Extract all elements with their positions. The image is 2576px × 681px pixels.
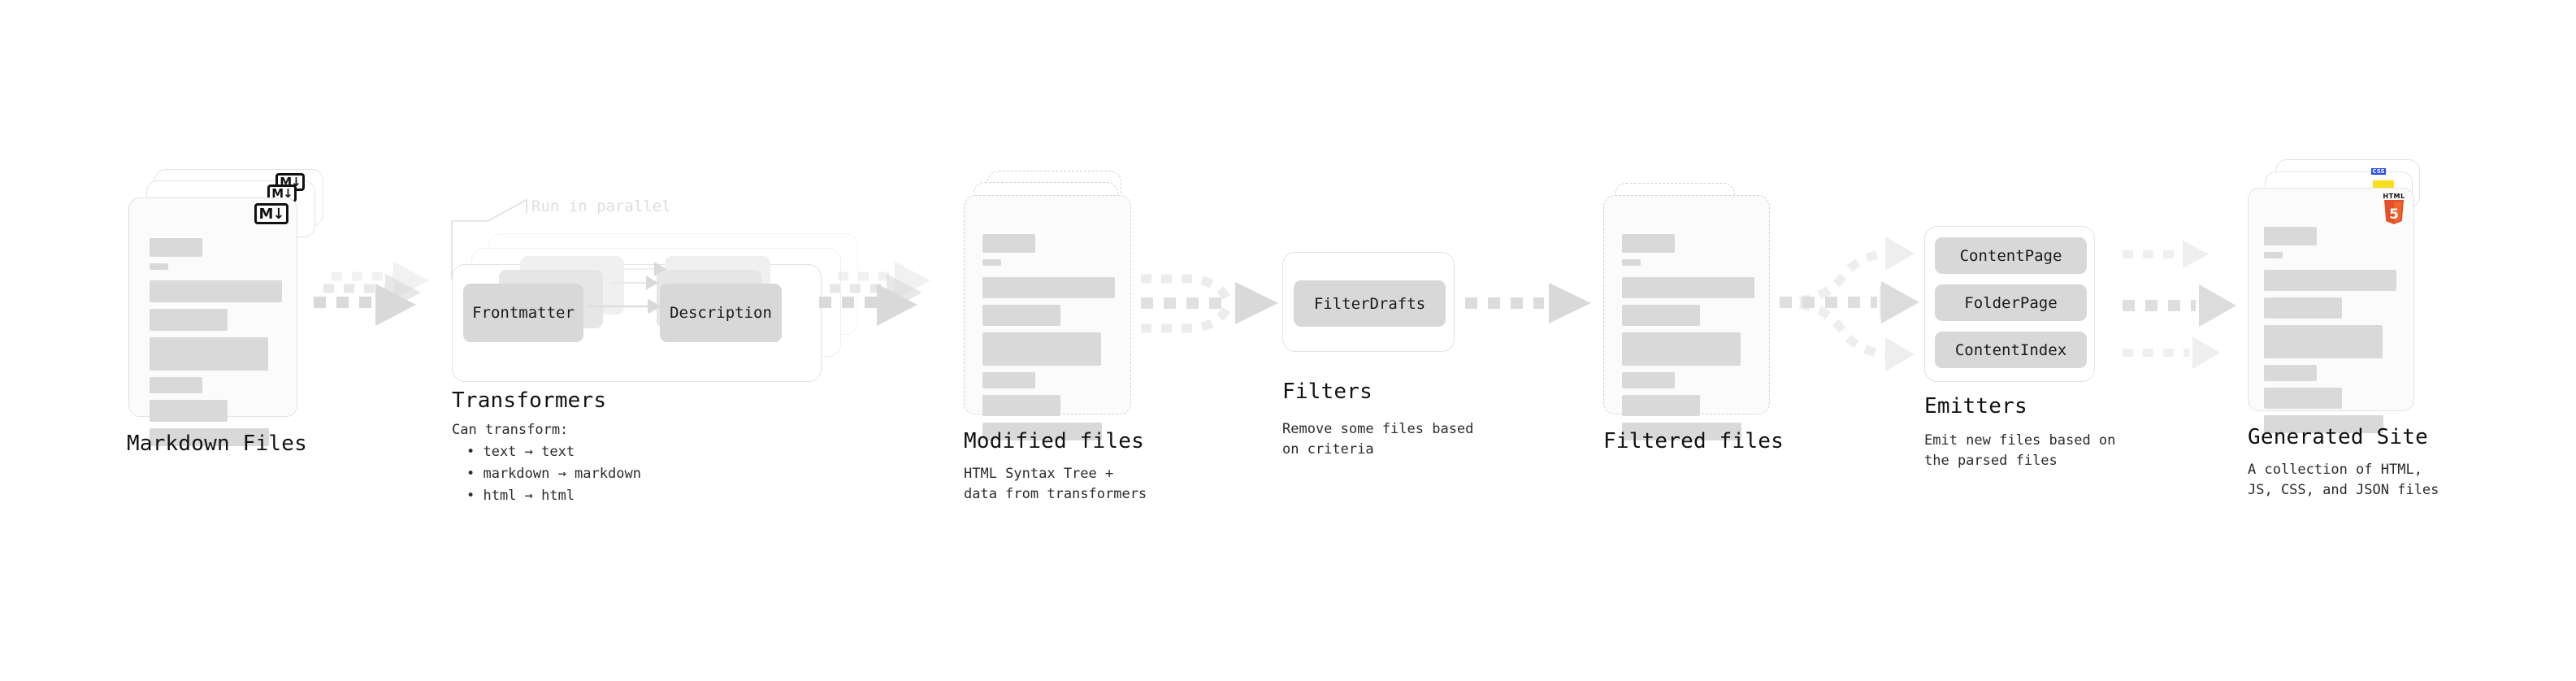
filtered-files-title: Filtered files [1603,429,1784,453]
skeleton-bar [1622,259,1641,266]
emitter-chip-folderpage[interactable]: FolderPage [1935,284,2087,321]
html5-icon: HTML 5 [2383,193,2405,226]
transformers-desc: Can transform: [452,422,569,438]
generated-site-desc-2: JS, CSS, and JSON files [2248,482,2439,498]
filters-desc-1: Remove some files based [1282,421,1474,437]
emitter-chip-contentindex[interactable]: ContentIndex [1935,332,2087,368]
skeleton-bar [982,332,1101,366]
html5-shield: 5 [2384,200,2404,224]
emitters-desc-2: the parsed files [1924,453,2058,469]
skeleton-bar [2264,415,2383,433]
emitters-desc-1: Emit new files based on [1924,432,2116,449]
skeleton-bar [982,395,1060,416]
skeleton-bar [1622,423,1741,440]
skeleton-bar [150,309,228,331]
skeleton-bar [2264,252,2283,258]
filter-chip-filterdrafts[interactable]: FilterDrafts [1294,280,1446,327]
modified-files-title: Modified files [964,429,1144,453]
transformer-chip-description[interactable]: Description [660,284,782,342]
skeleton-bar [982,259,1001,266]
arrow-filters-to-filtered [1465,283,1591,323]
css-badge-label: CSS [2372,168,2385,175]
filters-desc-2: on criteria [1282,441,1374,458]
transformer-chip-frontmatter[interactable]: Frontmatter [463,284,583,342]
skeleton-bar [1622,395,1700,416]
skeleton-bar [150,400,228,422]
skeleton-bar [150,280,282,302]
run-in-parallel-label: Run in parallel [531,197,671,215]
arrow-emitters-to-generated [2123,241,2236,369]
skeleton-bar [2264,325,2383,358]
svg-text:5: 5 [2389,206,2399,223]
markdown-card-front [128,197,297,446]
skeleton-bar [982,372,1035,388]
skeleton-bar [982,423,1102,440]
filtered-card-front [1603,195,1770,440]
skeleton-bar [1622,372,1675,388]
emitters-title: Emitters [1924,394,2027,419]
css-badge-icon: CSS [2371,168,2386,175]
skeleton-bar [1622,305,1700,326]
skeleton-bar [2264,227,2317,245]
arrow-filtered-to-emitters [1779,236,1919,371]
skeleton-bar [150,238,202,257]
skeleton-bar [982,234,1035,253]
skeleton-bar [2264,388,2342,409]
skeleton-bar [150,337,268,371]
generated-site-title: Generated Site [2248,425,2428,449]
markdown-badge-icon: M↓ [254,203,288,224]
skeleton-bar [150,263,168,270]
skeleton-bar [2264,365,2317,381]
generated-card-front [2248,188,2414,433]
skeleton-bar [150,377,202,393]
skeleton-bar [1622,332,1741,366]
skeleton-bar [1622,234,1675,253]
skeleton-bar [150,428,269,446]
modified-card-front [964,195,1131,440]
skeleton-bar [2264,270,2396,291]
filters-title: Filters [1282,380,1373,404]
arrow-markdown-to-transformers [314,262,429,326]
skeleton-bar [1622,277,1754,298]
transformers-bullet-2: • markdown → markdown [466,466,641,482]
skeleton-bar [2264,297,2342,319]
modified-files-desc-2: data from transformers [964,486,1147,502]
transformers-title: Transformers [452,388,607,413]
transformers-bullet-3: • html → html [466,488,575,504]
arrow-modified-to-filters [1141,274,1278,333]
emitter-chip-contentpage[interactable]: ContentPage [1935,237,2087,274]
skeleton-bar [982,305,1060,326]
skeleton-bar [982,277,1115,298]
transformers-bullet-1: • text → text [466,444,575,460]
generated-site-desc-1: A collection of HTML, [2248,462,2422,478]
markdown-files-title: Markdown Files [127,432,307,456]
html5-caption: HTML [2383,193,2405,200]
modified-files-desc-1: HTML Syntax Tree + [964,466,1114,482]
